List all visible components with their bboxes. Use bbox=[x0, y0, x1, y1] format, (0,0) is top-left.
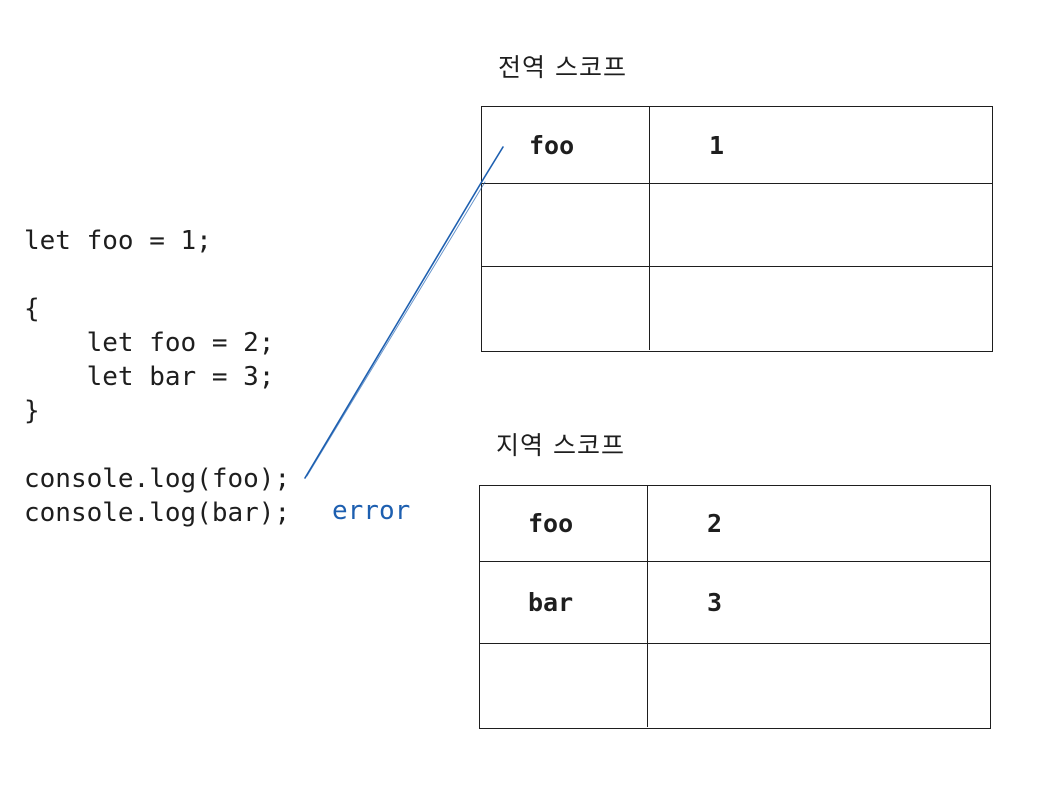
code-line bbox=[24, 428, 290, 462]
code-line: { bbox=[24, 294, 40, 324]
code-line: console.log(foo); bbox=[24, 464, 291, 494]
local-scope-title: 지역 스코프 bbox=[496, 431, 625, 460]
variable-value-cell: 3 bbox=[707, 588, 723, 617]
code-line: let foo = 2; bbox=[24, 328, 275, 358]
code-listing: let foo = 1; { let foo = 2; let bar = 3;}… bbox=[24, 224, 290, 530]
variable-name-cell bbox=[482, 184, 650, 266]
table-row: bar 3 bbox=[480, 562, 990, 644]
reference-line-sketch bbox=[306, 181, 486, 477]
code-line: let bar = 3; bbox=[24, 362, 275, 392]
variable-value-cell bbox=[650, 184, 992, 266]
code-line: console.log(bar); bbox=[24, 498, 291, 528]
table-row: foo 2 bbox=[480, 486, 990, 562]
global-scope-title: 전역 스코프 bbox=[498, 53, 627, 82]
table-row: foo 1 bbox=[482, 107, 992, 184]
variable-value-cell bbox=[650, 267, 992, 350]
variable-name-cell: foo bbox=[482, 107, 650, 183]
code-line: let foo = 1; bbox=[24, 226, 212, 256]
table-row bbox=[482, 184, 992, 267]
variable-name-cell bbox=[480, 644, 648, 727]
code-line: } bbox=[24, 396, 40, 426]
code-line bbox=[24, 258, 290, 292]
error-label: error bbox=[332, 496, 411, 526]
variable-value-cell bbox=[648, 644, 990, 727]
variable-name-cell: bar bbox=[480, 562, 648, 643]
variable-name-cell bbox=[482, 267, 650, 350]
variable-name-cell: foo bbox=[480, 486, 648, 561]
table-row bbox=[482, 267, 992, 350]
table-row bbox=[480, 644, 990, 727]
local-scope-table: foo 2 bar 3 bbox=[479, 485, 991, 729]
variable-value-cell: 1 bbox=[709, 130, 725, 160]
reference-line bbox=[304, 146, 504, 479]
global-scope-table: foo 1 bbox=[481, 106, 993, 352]
variable-value-cell: 2 bbox=[707, 509, 723, 538]
